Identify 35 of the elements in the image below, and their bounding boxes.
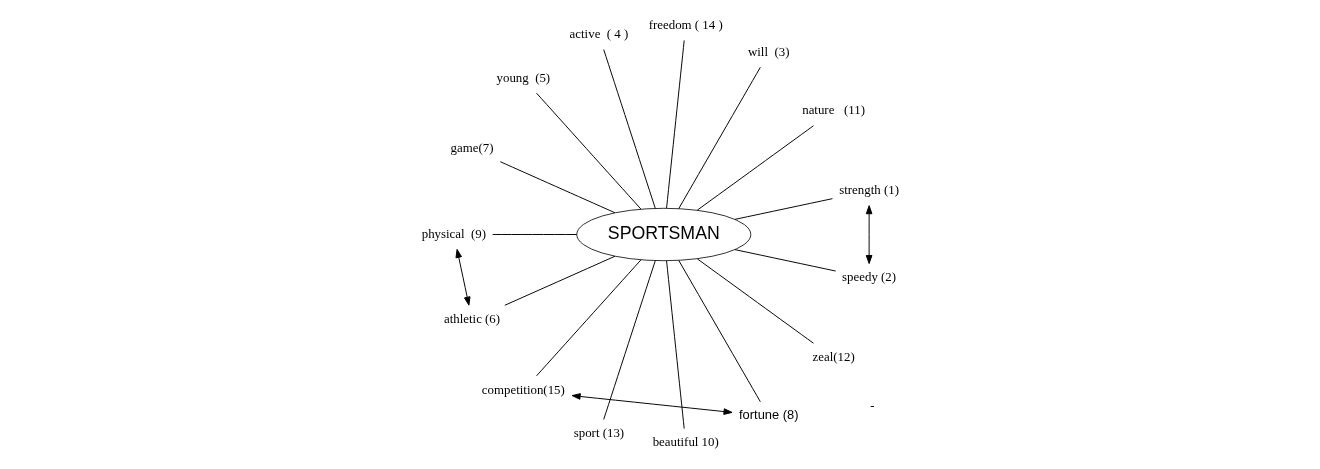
connector: [602, 49, 656, 209]
connector: [696, 258, 814, 344]
connector: [734, 198, 833, 220]
connector: [503, 255, 615, 306]
node-ellipse: SPORTSMAN: [575, 207, 751, 262]
node-text: speedy (2): [841, 270, 896, 285]
connector: [602, 260, 656, 420]
connector: [535, 259, 641, 377]
label: -: [869, 399, 875, 414]
arrow: [865, 205, 872, 265]
connector: [677, 66, 761, 210]
node-text: game(7): [450, 141, 493, 156]
node-text: will (3): [747, 44, 789, 59]
node-text: fortune (8): [738, 407, 798, 423]
node-text: physical (9): [421, 226, 486, 241]
connector: [733, 249, 836, 272]
node-text: nature (11): [801, 103, 865, 118]
connector: [491, 234, 577, 235]
connector: [665, 39, 685, 209]
connector: [665, 260, 685, 430]
node-text: young (5): [496, 70, 550, 85]
arrow: [571, 393, 733, 415]
connector: [677, 259, 761, 403]
node-text: zeal(12): [812, 349, 855, 364]
connector: [535, 92, 641, 210]
node-text: strength (1): [838, 182, 899, 197]
connector: [696, 125, 814, 211]
node-text: active ( 4 ): [569, 26, 628, 41]
node-text: beautiful 10): [652, 435, 719, 450]
node-text: competition(15): [481, 382, 565, 397]
node-text: athletic (6): [443, 311, 500, 326]
node-text: freedom ( 14 ): [648, 17, 723, 32]
node-text: sport (13): [573, 426, 624, 441]
connector: [499, 161, 615, 214]
arrow: [455, 248, 470, 306]
